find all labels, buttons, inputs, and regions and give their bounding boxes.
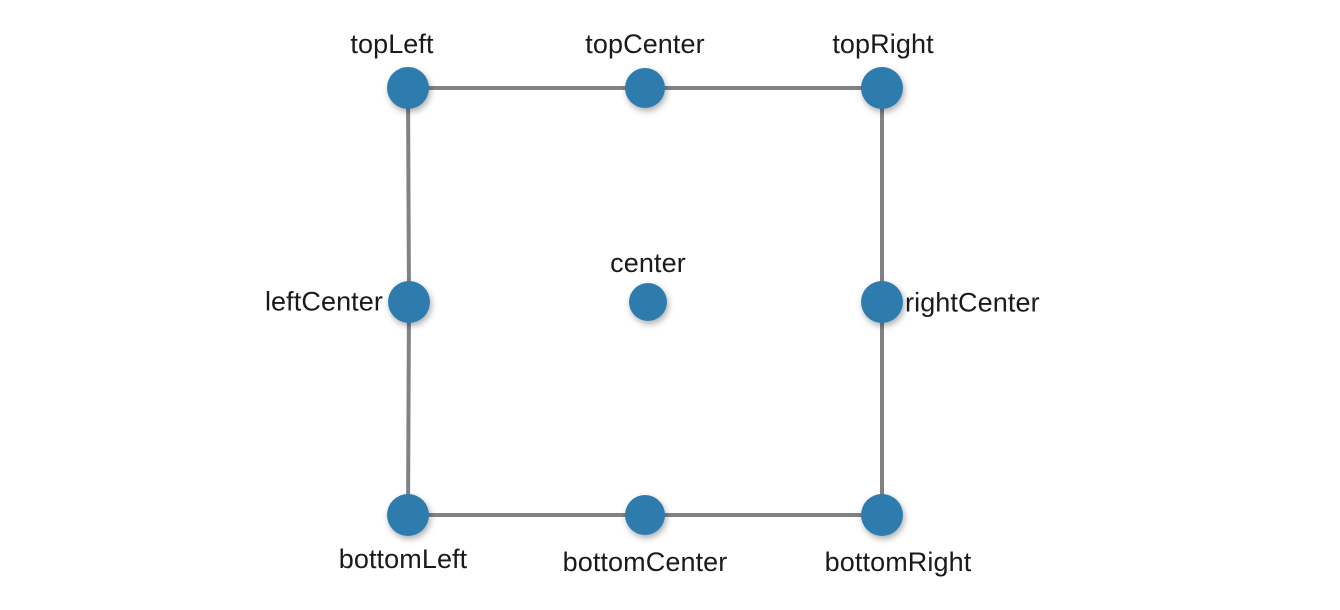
node-label-topRight: topRight	[832, 29, 934, 59]
node-center[interactable]	[629, 283, 667, 321]
node-label-bottomRight: bottomRight	[824, 547, 972, 577]
node-label-bottomLeft: bottomLeft	[338, 544, 468, 574]
node-topLeft[interactable]	[387, 67, 429, 109]
edge-leftCenter-to-bottomLeft	[406, 301, 411, 516]
node-topCenter[interactable]	[625, 68, 665, 108]
node-label-bottomCenter: bottomCenter	[562, 547, 728, 577]
node-topRight[interactable]	[861, 67, 903, 109]
edges-layer	[406, 86, 884, 517]
edge-topLeft-to-leftCenter	[406, 87, 411, 303]
nodes-layer	[387, 67, 903, 536]
node-label-topLeft: topLeft	[350, 29, 434, 59]
node-bottomCenter[interactable]	[625, 495, 665, 535]
node-bottomLeft[interactable]	[387, 494, 429, 536]
node-label-center: center	[610, 248, 686, 278]
node-label-topCenter: topCenter	[585, 29, 705, 59]
node-rightCenter[interactable]	[861, 281, 903, 323]
node-label-rightCenter: rightCenter	[905, 287, 1040, 318]
node-leftCenter[interactable]	[388, 281, 430, 323]
node-label-leftCenter: leftCenter	[264, 286, 383, 317]
node-bottomRight[interactable]	[861, 494, 903, 536]
